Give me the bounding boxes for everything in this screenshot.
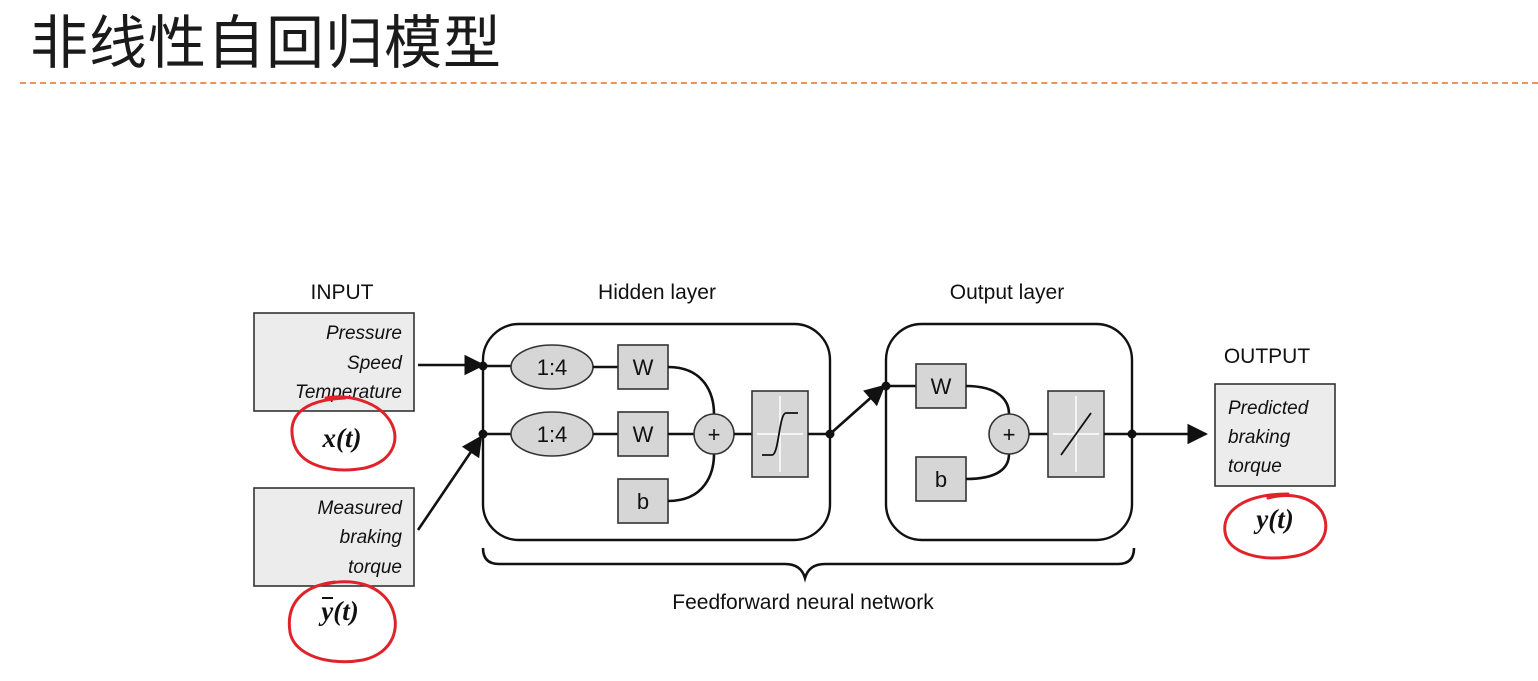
output-heading: OUTPUT [1224, 345, 1311, 368]
output-line-braking: braking [1228, 427, 1291, 448]
hidden-wire-b-sum [667, 453, 716, 503]
hidden-junction-1 [478, 361, 488, 371]
input2-arrow [416, 435, 483, 531]
output-red-circle [1223, 492, 1328, 560]
slide-title: 非线性自回归模型 [30, 9, 503, 77]
hidden-layer-label: Hidden layer [598, 281, 716, 304]
input1-line-temperature: Temperature [295, 382, 402, 403]
input2-line-torque: torque [348, 557, 402, 578]
output-sum-label: + [1003, 422, 1016, 447]
delay-block-2-label: 1:4 [537, 422, 568, 447]
feedforward-label: Feedforward neural network [672, 591, 934, 614]
hidden-wire-w1-sum [667, 365, 716, 415]
hidden-junction-2 [478, 429, 488, 439]
output-input-junction [881, 381, 891, 391]
output-wire-w-sum [965, 384, 1011, 415]
input2-symbol: y(t) [318, 596, 358, 626]
input1-red-circle [290, 395, 397, 472]
input1-line-pressure: Pressure [326, 323, 402, 344]
output-bias [915, 456, 967, 502]
hidden-bias-label: b [637, 489, 649, 514]
input1-line-speed: Speed [347, 353, 403, 374]
input2-line-braking: braking [340, 527, 403, 548]
linear-icon [1060, 412, 1092, 456]
output-box [1214, 383, 1336, 487]
output-layer-label: Output layer [950, 281, 1064, 304]
output-weight [915, 363, 967, 409]
input2-box [253, 487, 415, 587]
hidden-weight-2 [617, 411, 669, 457]
output-line-torque: torque [1228, 456, 1282, 477]
input1-box [253, 312, 415, 412]
output-bias-label: b [935, 467, 947, 492]
input2-line-measured: Measured [318, 498, 404, 519]
input2-red-circle [287, 580, 397, 664]
hidden-weight-1-label: W [633, 355, 654, 380]
hidden-bias [617, 478, 669, 524]
output-symbol: y(t) [1253, 504, 1293, 534]
hidden-weight-2-label: W [633, 422, 654, 447]
feedforward-brace [481, 547, 1136, 583]
hidden-to-output-arrow [829, 384, 886, 435]
hidden-sum-label: + [708, 422, 721, 447]
input-heading: INPUT [311, 281, 374, 304]
sigmoid-icon [762, 412, 798, 456]
delay-block-1-label: 1:4 [537, 355, 568, 380]
output-weight-label: W [931, 374, 952, 399]
title-divider [20, 82, 1538, 84]
input1-symbol: x(t) [322, 423, 362, 453]
output-line-predicted: Predicted [1228, 398, 1310, 419]
output-wire-b-sum [965, 453, 1011, 481]
